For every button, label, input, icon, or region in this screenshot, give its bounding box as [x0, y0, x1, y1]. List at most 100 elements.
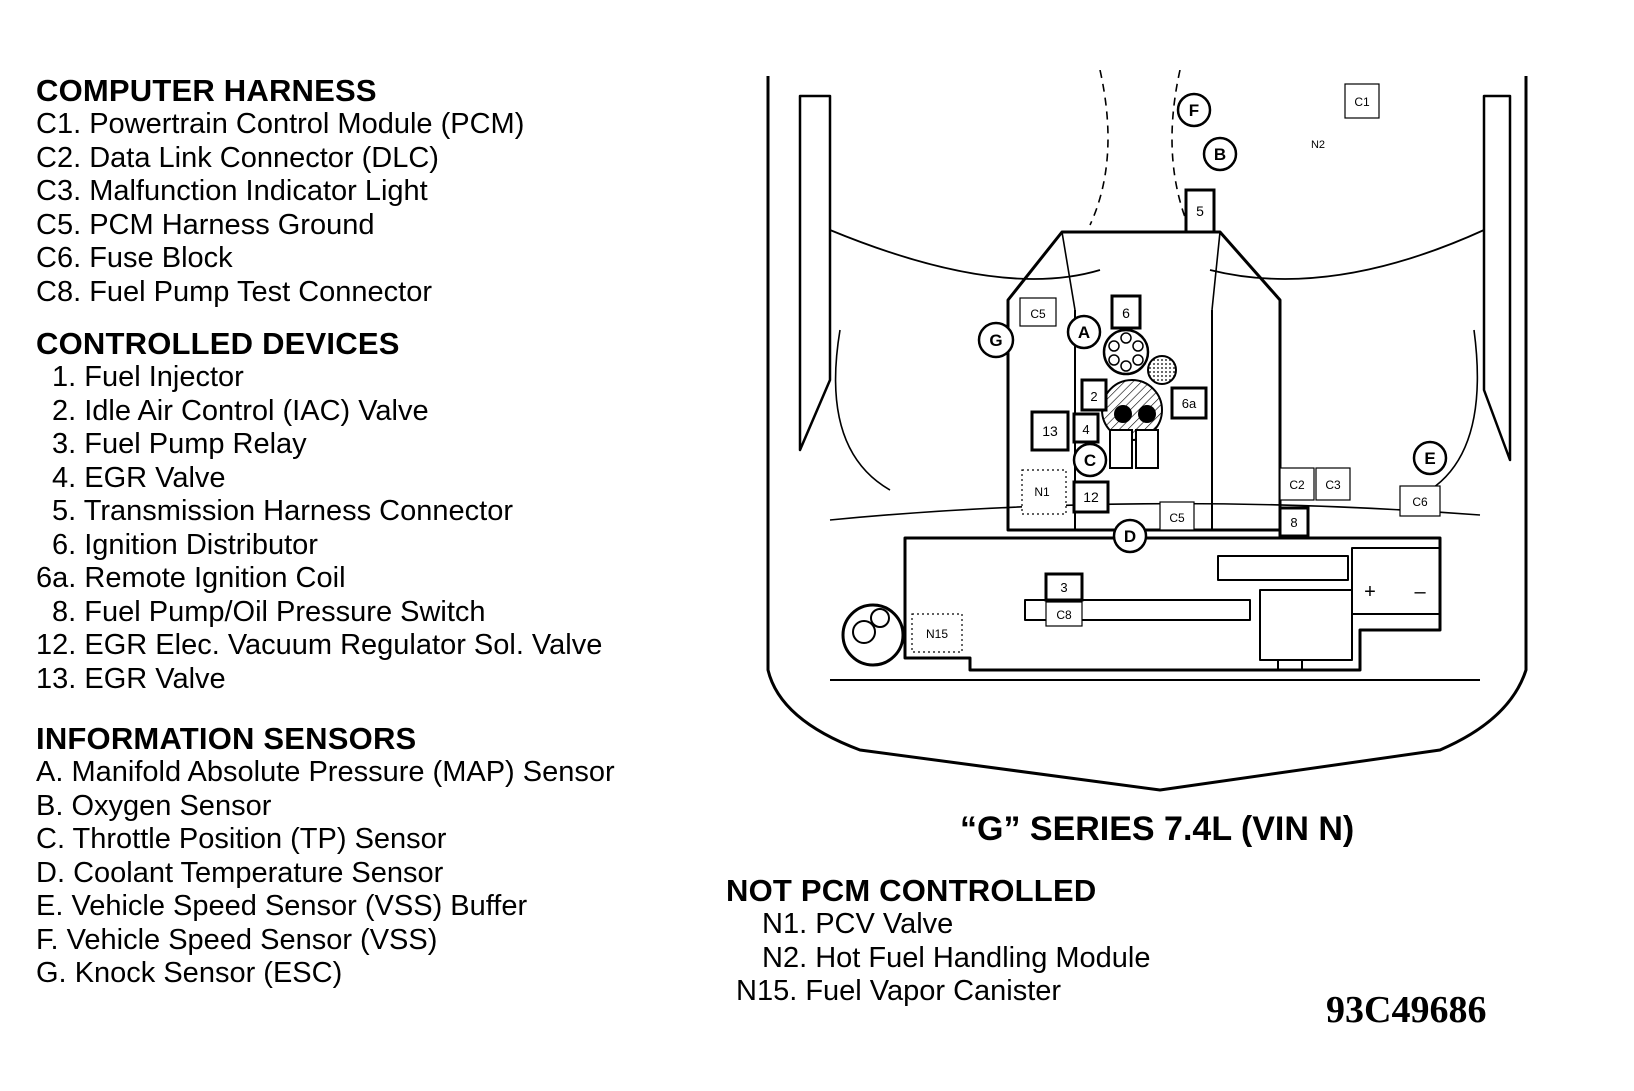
canister-port-2 [870, 608, 890, 628]
legend-code: F. [36, 923, 59, 956]
not-pcm-controlled-heading: NOT PCM CONTROLLED [726, 873, 1097, 908]
legend-item-2: 2. Idle Air Control (IAC) Valve [36, 395, 716, 429]
legend-label: EGR Elec. Vacuum Regulator Sol. Valve [84, 629, 603, 661]
vss-sensor-marker [1176, 92, 1212, 128]
legend-code: C8. [36, 275, 82, 308]
component-legend: COMPUTER HARNESS C1. Powertrain Control … [36, 74, 716, 1009]
transmission-connector-box [1184, 188, 1216, 234]
tp-sensor-marker [1072, 442, 1108, 478]
legend-item-13: 13. EGR Valve [36, 663, 716, 697]
legend-item-4: 4. EGR Valve [36, 462, 716, 496]
legend-label: Malfunction Indicator Light [89, 175, 428, 207]
c5-top-label: C5 [1030, 307, 1046, 321]
legend-label: Hot Fuel Handling Module [815, 941, 1151, 974]
radiator-inner-step [1024, 599, 1251, 621]
coolant-sensor-marker [1112, 518, 1148, 554]
legend-label: Data Link Connector (DLC) [89, 141, 439, 174]
six-a-label: 6a [1182, 396, 1197, 411]
remote-coil-body [1147, 355, 1177, 385]
legend-item-n15: N15. Fuel Vapor Canister [736, 975, 1151, 1009]
legend-label: Remote Ignition Coil [84, 562, 346, 594]
legend-label: Powertrain Control Module (PCM) [89, 108, 525, 140]
six-label: 6 [1122, 305, 1130, 321]
injector-left [1114, 405, 1132, 423]
legend-item-c: C. Throttle Position (TP) Sensor [36, 823, 716, 857]
twelve-label: 12 [1083, 489, 1099, 505]
knock-sensor-marker [977, 321, 1015, 359]
c5-top-box [1019, 297, 1057, 327]
legend-code: 6. [52, 528, 77, 561]
three-label: 3 [1060, 580, 1067, 595]
controlled-devices-section: CONTROLLED DEVICES 1. Fuel Injector 2. I… [36, 327, 716, 696]
vss-buffer-marker [1412, 440, 1448, 476]
legend-label: EGR Valve [84, 662, 226, 695]
legend-item-c2: C2. Data Link Connector (DLC) [36, 142, 716, 176]
legend-item-5: 5. Transmission Harness Connector [36, 495, 716, 529]
legend-code: B. [36, 789, 64, 822]
radiator-assembly [903, 536, 1442, 672]
two-label: 2 [1090, 389, 1097, 404]
vehicle-body-outline [766, 76, 1528, 792]
distributor-terminals [1108, 332, 1144, 372]
legend-item-f: F. Vehicle Speed Sensor (VSS) [36, 924, 716, 958]
legend-code: A. [36, 756, 64, 788]
legend-code: C5. [36, 208, 82, 241]
vapor-canister [841, 603, 905, 667]
c5-bottom-label: C5 [1169, 511, 1185, 525]
distributor-box [1110, 294, 1142, 330]
legend-label: Throttle Position (TP) Sensor [72, 823, 447, 855]
c1-box [1344, 83, 1380, 119]
egr-valve-4-box [1072, 412, 1100, 444]
legend-code: C6. [36, 242, 82, 274]
legend-label: Oxygen Sensor [71, 789, 272, 822]
battery-plus-label: + [1364, 581, 1376, 603]
legend-label: EGR Valve [84, 461, 226, 494]
legend-code: 12. [36, 629, 77, 661]
n15-label: N15 [926, 627, 948, 641]
legend-label: Vehicle Speed Sensor (VSS) [66, 923, 438, 956]
d-label: D [1124, 527, 1136, 546]
computer-harness-heading: COMPUTER HARNESS [36, 73, 377, 108]
c5-bottom-box [1159, 501, 1195, 531]
right-wheelwell-curve [1209, 229, 1485, 280]
n1-label: N1 [1034, 485, 1050, 499]
legend-code: C1. [36, 108, 82, 140]
c-label: C [1084, 451, 1096, 470]
legend-item-c1: C1. Powertrain Control Module (PCM) [36, 108, 716, 142]
not-pcm-controlled-section: NOT PCM CONTROLLED N1. PCV Valve N2. Hot… [726, 874, 1151, 1009]
legend-label: Vehicle Speed Sensor (VSS) Buffer [71, 890, 528, 922]
egr-regulator-box [1072, 480, 1110, 514]
legend-code: 4. [52, 461, 77, 494]
legend-item-e: E. Vehicle Speed Sensor (VSS) Buffer [36, 890, 716, 924]
legend-label: Fuel Pump Test Connector [89, 275, 433, 308]
legend-code: 5. [52, 495, 77, 527]
legend-code: N15. [736, 975, 798, 1007]
legend-code: 3. [52, 428, 77, 460]
four-label: 4 [1082, 422, 1089, 437]
eight-label: 8 [1290, 515, 1297, 530]
legend-item-c3: C3. Malfunction Indicator Light [36, 175, 716, 209]
legend-label: Fuel Vapor Canister [805, 975, 1062, 1007]
right-inner-arc [1429, 329, 1479, 491]
oxygen-sensor-marker [1202, 136, 1238, 172]
legend-item-n2: N2. Hot Fuel Handling Module [762, 942, 1151, 976]
legend-label: Idle Air Control (IAC) Valve [84, 394, 429, 427]
injector-box-1 [1109, 429, 1133, 469]
egr-valve-13-box [1030, 410, 1070, 452]
canister-port-1 [852, 620, 876, 644]
legend-item-1: 1. Fuel Injector [36, 361, 716, 395]
legend-label: Knock Sensor (ESC) [74, 957, 343, 989]
legend-item-6a: 6a. Remote Ignition Coil [36, 562, 716, 596]
legend-label: Transmission Harness Connector [83, 495, 513, 527]
legend-label: Coolant Temperature Sensor [73, 856, 444, 889]
map-sensor-marker [1066, 314, 1102, 350]
legend-code: C2. [36, 141, 82, 174]
legend-code: 13. [36, 662, 77, 695]
information-sensors-section: INFORMATION SENSORS A. Manifold Absolute… [36, 722, 716, 991]
f-label: F [1189, 101, 1199, 120]
legend-label: Fuel Injector [84, 361, 244, 393]
legend-item-c6: C6. Fuse Block [36, 242, 716, 276]
left-inner-arc [834, 329, 891, 491]
e-label: E [1424, 449, 1435, 468]
legend-item-12: 12. EGR Elec. Vacuum Regulator Sol. Valv… [36, 629, 716, 663]
